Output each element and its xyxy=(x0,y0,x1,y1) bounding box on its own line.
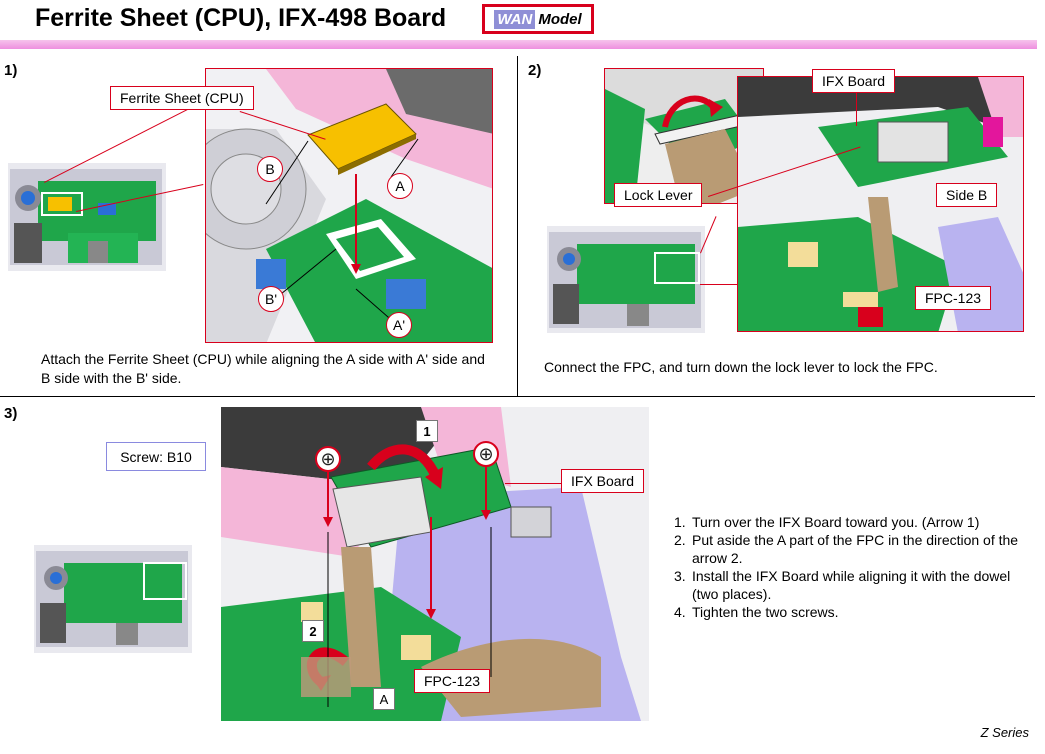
wan-model-badge: WAN Model xyxy=(482,4,594,34)
step-1-caption: Attach the Ferrite Sheet (CPU) while ali… xyxy=(41,351,485,386)
ifx-board-leader-step3 xyxy=(505,483,562,484)
lock-lever-callout: Lock Lever xyxy=(614,183,703,207)
instruction-3: 3.Install the IFX Board while aligning i… xyxy=(674,568,1011,602)
model-label: Model xyxy=(538,10,582,28)
step-3-instructions: 1.Turn over the IFX Board toward you. (A… xyxy=(674,513,1034,621)
step-2-caption: Connect the FPC, and turn down the lock … xyxy=(544,359,938,375)
step-1-detail-image xyxy=(206,69,492,342)
zoom-line-2b xyxy=(700,284,738,285)
side-b-callout: Side B xyxy=(936,183,998,207)
instruction-4: 4.Tighten the two screws. xyxy=(674,604,839,620)
step-1-thumbnail xyxy=(8,163,166,271)
label-b-prime: B' xyxy=(258,286,284,312)
wan-label: WAN xyxy=(494,9,536,29)
step-1-number: 1) xyxy=(4,62,18,79)
instruction-2: 2.Put aside the A part of the FPC in the… xyxy=(674,532,1019,566)
label-a: A xyxy=(387,173,413,199)
step-3-detail-image: ⊕ ⊕ xyxy=(221,407,649,721)
section-divider-horizontal xyxy=(0,396,1035,397)
ifx-board-callout-step3: IFX Board xyxy=(561,469,645,493)
label-a-prime: A' xyxy=(386,312,412,338)
ifx-board-leader xyxy=(856,92,857,126)
label-b: B xyxy=(257,156,283,182)
instruction-1: 1.Turn over the IFX Board toward you. (A… xyxy=(674,514,980,530)
ifx-board-callout: IFX Board xyxy=(812,69,896,93)
screw-spec-box: Screw: B10 xyxy=(106,442,206,471)
fpc-123-callout: FPC-123 xyxy=(915,286,992,310)
arrow-1-label: 1 xyxy=(416,420,438,442)
step-2-thumbnail xyxy=(547,226,705,333)
series-footer: Z Series xyxy=(980,725,1029,740)
step-2-inset-frame xyxy=(604,68,764,204)
step-3-thumbnail xyxy=(34,545,192,653)
svg-text:⊕: ⊕ xyxy=(320,449,335,470)
ferrite-sheet-callout: Ferrite Sheet (CPU) xyxy=(110,86,254,110)
svg-text:⊕: ⊕ xyxy=(478,444,493,465)
page-title: Ferrite Sheet (CPU), IFX-498 Board xyxy=(35,4,447,32)
header-rule xyxy=(0,40,1037,49)
label-a-step3: A xyxy=(373,688,395,710)
arrow-2-label: 2 xyxy=(302,620,324,642)
section-divider-vertical xyxy=(517,56,518,396)
fpc-123-callout-step3: FPC-123 xyxy=(414,669,491,693)
step-2-inset-image xyxy=(605,69,763,203)
step-2-number: 2) xyxy=(528,62,542,79)
step-3-number: 3) xyxy=(4,405,18,422)
